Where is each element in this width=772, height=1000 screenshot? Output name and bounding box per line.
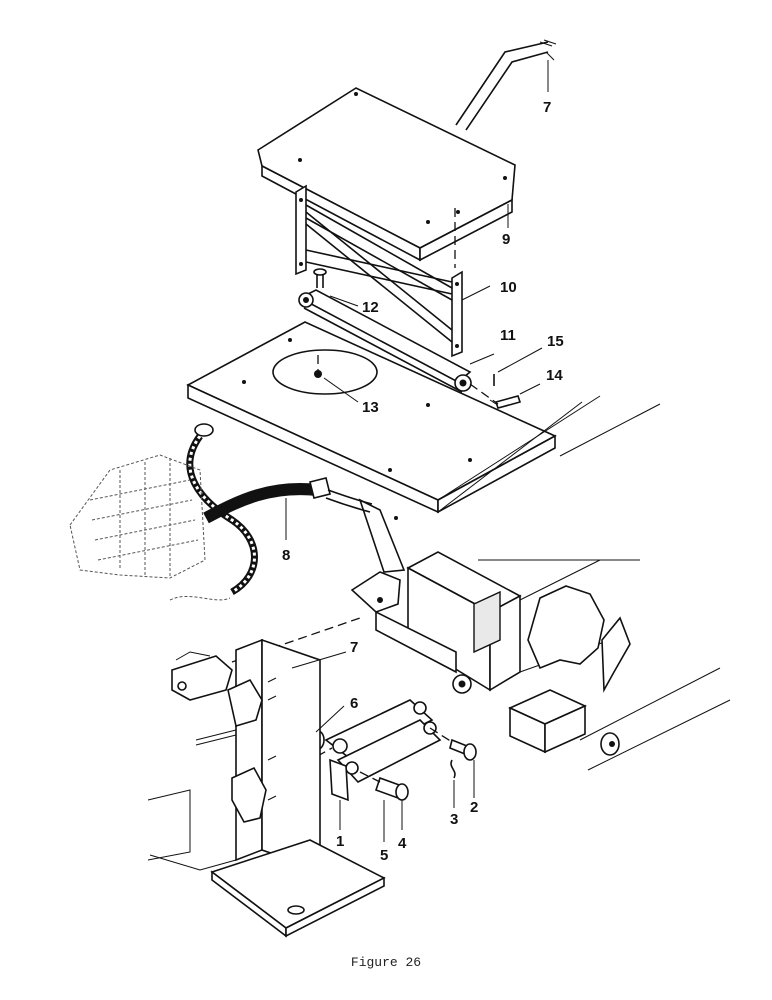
callout-2: 2 (470, 799, 478, 816)
callout-1: 1 (336, 833, 344, 850)
callout-3: 3 (450, 811, 458, 828)
callout-labels: 7 9 10 12 11 15 14 13 8 7 6 3 2 1 5 4 (282, 99, 564, 864)
bolt-part-12 (313, 268, 327, 288)
leader-lines (285, 60, 549, 842)
pin-part-2 (449, 738, 477, 761)
callout-5: 5 (380, 847, 388, 864)
figure-caption: Figure 26 (350, 955, 422, 970)
callout-4: 4 (398, 835, 407, 852)
seat-bracket-part-10 (295, 184, 463, 358)
callout-10: 10 (500, 279, 517, 296)
mounting-bracket (350, 551, 640, 694)
callout-9: 9 (502, 231, 510, 248)
callout-7-top: 7 (543, 99, 551, 116)
callout-15: 15 (547, 333, 564, 350)
pin-part-5 (374, 776, 409, 801)
callout-13: 13 (362, 399, 379, 416)
seat-platform (186, 321, 557, 573)
frame-rails (437, 395, 661, 513)
hinge-rod-part-11 (298, 289, 472, 393)
link-plate-part-1 (324, 699, 442, 802)
callout-14: 14 (546, 367, 563, 384)
cotter-pin-part-3 (450, 759, 456, 779)
callout-12: 12 (362, 299, 379, 316)
control-valve-ghost (69, 454, 231, 601)
hydraulic-hose-part-8 (186, 423, 373, 596)
handle-lever-part-7 (455, 39, 557, 131)
callout-11: 11 (500, 327, 516, 344)
cross-beam-section (508, 585, 731, 771)
tractor-frame-ghost (147, 651, 267, 871)
pin-part-14 (489, 395, 522, 409)
callout-7-lower: 7 (350, 639, 358, 656)
callout-6: 6 (350, 695, 358, 712)
callout-8: 8 (282, 547, 290, 564)
